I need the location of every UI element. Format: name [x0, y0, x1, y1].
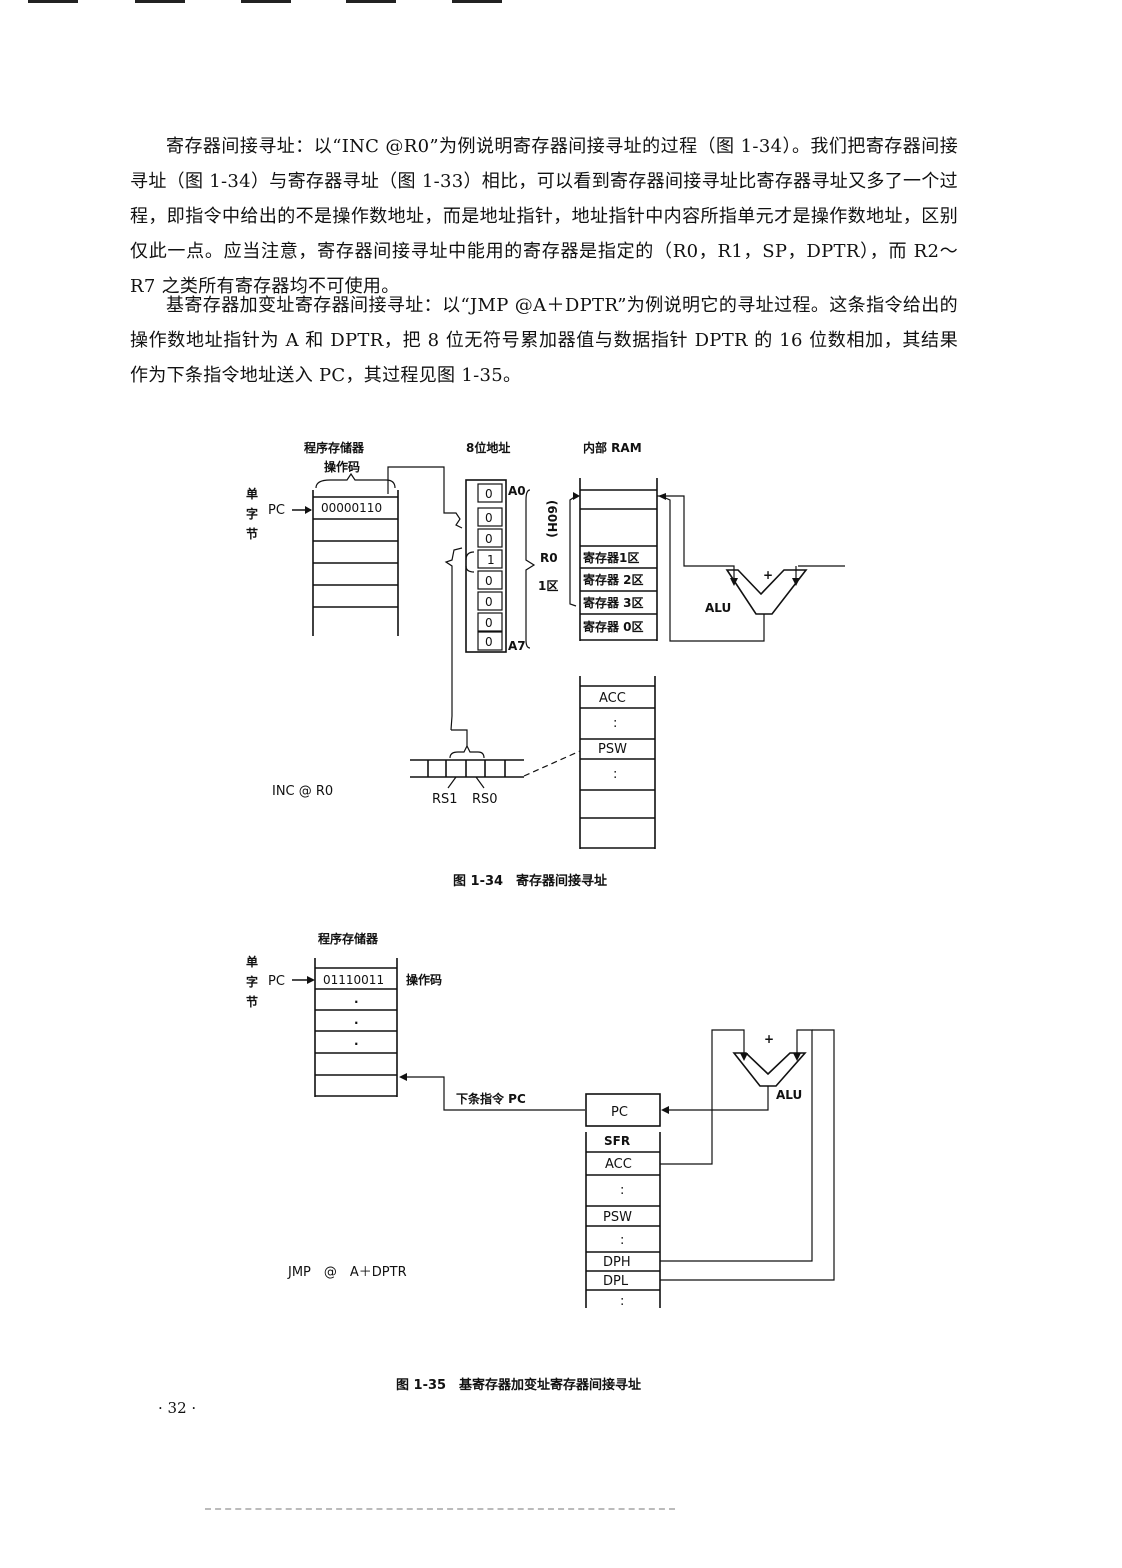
f35-dot-2: . [354, 1013, 359, 1027]
f35-colon-1: : [620, 1183, 624, 1198]
f35-jie-label: 节 [246, 994, 258, 1009]
f34-reg-zone-3: 寄存器 3区 [583, 595, 644, 610]
f35-next-pc-label: 下条指令 PC [456, 1091, 526, 1106]
f34-reg-zone-0: 寄存器 0区 [583, 619, 644, 634]
f35-sfr-label: SFR [604, 1134, 630, 1148]
f34-pc-label: PC [268, 503, 285, 518]
f34-bit-2: 0 [485, 532, 493, 546]
f35-acc-label: ACC [605, 1157, 632, 1172]
figure-1-35-caption: 图 1-35 基寄存器加变址寄存器间接寻址 [396, 1378, 642, 1393]
f35-alu-label: ALU [776, 1088, 802, 1102]
f34-alu-symbol [725, 569, 808, 615]
f35-pc-box-label: PC [611, 1105, 628, 1120]
f35-colon-3: : [620, 1294, 624, 1309]
f34-rs1-label: RS1 [432, 792, 458, 807]
f34-bit-7: 0 [485, 635, 493, 649]
f34-address-brace [525, 489, 536, 649]
figure-1-35: 程序存储器 单 字 节 PC 01110011 操作码 . . . 下条指令 P… [246, 931, 835, 1309]
f34-sfr-column [579, 676, 656, 849]
f35-dot-1: . [354, 992, 359, 1006]
paragraph-base-plus-index: 基寄存器加变址寄存器间接寻址：以“JMP @A＋DPTR”为例说明它的寻址过程。… [130, 295, 958, 386]
f34-opcode-brace [315, 472, 396, 489]
f34-reg-zone-2: 寄存器 2区 [583, 572, 644, 587]
f34-alu-plus: + [763, 568, 773, 582]
f35-dpl-label: DPL [603, 1274, 629, 1289]
f35-alu-plus: + [764, 1032, 774, 1046]
f35-sfr-column [585, 1132, 661, 1308]
figure-1-34: 程序存储器 操作码 单 字 节 PC 00000110 8位地址 [246, 440, 845, 849]
f35-colon-2: : [620, 1233, 624, 1248]
f34-psw-bits [410, 759, 524, 778]
paragraph-register-indirect: 寄存器间接寻址：以“INC @R0”为例说明寄存器间接寻址的过程（图 1-34）… [130, 136, 958, 297]
f35-dph-label: DPH [603, 1255, 631, 1270]
bottom-scan-rule [205, 1508, 675, 1510]
f34-bit-4: 0 [485, 574, 493, 588]
f34-zone1-label: 1区 [538, 579, 558, 593]
f34-addr-title: 8位地址 [466, 440, 510, 455]
f34-alu-label: ALU [705, 601, 731, 615]
f34-bit-3: 1 [487, 553, 495, 567]
top-rule-5 [452, 0, 502, 3]
figure-1-34-caption: 图 1-34 寄存器间接寻址 [453, 874, 608, 889]
f35-pc-box [585, 1093, 661, 1127]
f34-program-memory-title: 程序存储器 [304, 440, 365, 455]
f34-hex60-label: (60H) [545, 500, 559, 538]
f35-program-memory-title: 程序存储器 [318, 931, 379, 946]
f34-internal-ram [579, 478, 658, 641]
f35-psw-label: PSW [603, 1210, 632, 1225]
f34-opcode-value: 00000110 [321, 501, 382, 515]
f34-bit-1: 0 [485, 511, 493, 525]
f34-program-memory [312, 490, 399, 636]
f34-single-label: 单 [246, 486, 258, 501]
f35-dph-to-alu [660, 1029, 813, 1262]
f34-opcode-connector [387, 466, 463, 529]
f34-ram-title: 内部 RAM [583, 440, 642, 455]
top-rule-1 [28, 0, 78, 3]
f34-dots-1: : [613, 716, 617, 731]
f34-psw-dashed-link [523, 750, 581, 777]
f35-single-label: 单 [246, 954, 258, 969]
f34-reg-zone-1: 寄存器1区 [583, 550, 639, 565]
f35-dot-3: . [354, 1034, 359, 1048]
f35-next-pc-line [404, 1076, 585, 1111]
f34-rs-connector [444, 547, 463, 731]
f34-rs0-label: RS0 [472, 792, 498, 807]
f34-opcode-title: 操作码 [324, 459, 360, 474]
f34-psw-label: PSW [598, 742, 627, 757]
f34-ram-to-alu [657, 495, 735, 582]
f35-opcode-label: 操作码 [406, 972, 442, 987]
f35-zi-label: 字 [246, 974, 258, 989]
f35-dpl-to-alu [660, 1029, 835, 1281]
f34-bit-6: 0 [485, 616, 493, 630]
f34-a7-label: A7 [508, 639, 526, 653]
f35-instruction: JMP @ A＋DPTR [287, 1265, 407, 1280]
top-rule-4 [346, 0, 396, 3]
f35-opcode-value: 01110011 [323, 973, 384, 987]
f34-acc-label: ACC [599, 691, 626, 706]
f34-bit-0: 0 [485, 487, 493, 501]
f34-address-bits [477, 483, 503, 651]
f35-program-memory [314, 958, 398, 1097]
top-rule-2 [135, 0, 185, 3]
page-number: · 32 · [158, 1399, 197, 1417]
f34-instruction: INC @ R0 [272, 784, 333, 799]
f35-acc-to-alu [660, 1029, 745, 1165]
f34-a0-label: A0 [508, 484, 526, 498]
f34-dots-2: : [613, 767, 617, 782]
f34-r0-label: R0 [540, 551, 558, 565]
f34-alu-to-ram [660, 495, 765, 642]
f34-zi-label: 字 [246, 506, 258, 521]
f34-bit-5: 0 [485, 595, 493, 609]
f34-jie-label: 节 [246, 526, 258, 541]
f35-pc-label: PC [268, 974, 285, 989]
top-rule-3 [241, 0, 291, 3]
f35-alu-to-pc [666, 1086, 769, 1111]
